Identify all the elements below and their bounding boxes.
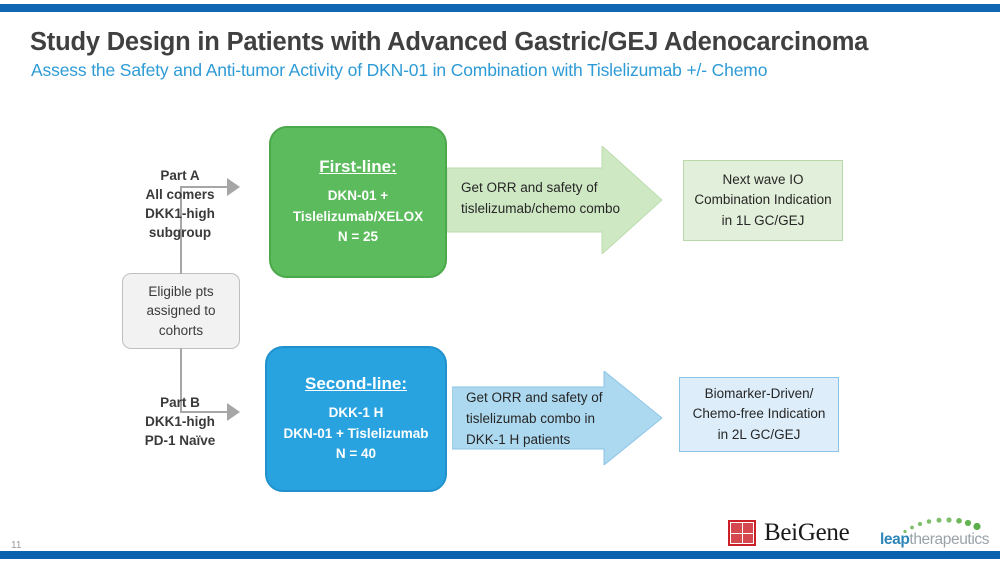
cohort-second-line-heading: Second-line: xyxy=(304,373,407,393)
beigene-logo: BeiGene xyxy=(728,518,850,548)
connector-arrowhead-part-a-icon xyxy=(227,178,240,196)
part-a-label-line-3: DKK1-high xyxy=(145,206,215,222)
outcome-b-line-3: in 2L GC/GEJ xyxy=(717,426,801,442)
leap-dot-arc-icon xyxy=(903,517,981,534)
cohort-box-first-line: First-line: DKN-01 + Tislelizumab/XELOX … xyxy=(269,126,447,278)
beigene-seal-icon xyxy=(728,520,756,546)
outcome-arrow-part-b-text: Get ORR and safety of tislelizumab combo… xyxy=(466,388,603,451)
seal-glyph-2 xyxy=(742,523,753,533)
cohort-second-line-body-1: DKK-1 H xyxy=(328,405,384,421)
seal-glyph-3 xyxy=(731,533,742,543)
outcome-a-line-3: in 1L GC/GEJ xyxy=(721,212,805,228)
outcome-box-part-b: Biomarker-Driven/ Chemo-free Indication … xyxy=(679,377,839,452)
outcome-b-line-2: Chemo-free Indication xyxy=(692,406,826,422)
cohort-second-line-body: DKK-1 H DKN-01 + Tislelizumab N = 40 xyxy=(284,403,429,464)
part-a-label-line-1: Part A xyxy=(160,168,200,183)
cohort-box-second-line: Second-line: DKK-1 H DKN-01 + Tislelizum… xyxy=(265,346,447,492)
outcome-arrow-part-a-text: Get ORR and safety of tislelizumab/chemo… xyxy=(461,178,620,220)
outcome-b-line-1: Biomarker-Driven/ xyxy=(704,386,814,402)
entry-line-1: Eligible pts xyxy=(148,284,214,300)
part-a-label-line-4: subgroup xyxy=(148,225,212,241)
part-b-label: Part B DKK1-high PD-1 Naïve xyxy=(120,393,240,450)
cohort-first-line-body: DKN-01 + Tislelizumab/XELOX N = 25 xyxy=(293,186,423,247)
leap-wordmark-bold: leap xyxy=(880,531,910,548)
connector-line-to-part-b xyxy=(180,411,228,413)
page-title: Study Design in Patients with Advanced G… xyxy=(30,28,869,56)
connector-arrowhead-part-b-icon xyxy=(227,403,240,421)
entry-node-eligible-patients: Eligible pts assigned to cohorts xyxy=(122,273,240,349)
cohort-second-line-body-3: N = 40 xyxy=(335,445,377,461)
leap-wordmark: leaptherapeutics xyxy=(880,531,989,549)
connector-line-up xyxy=(180,186,182,274)
outcome-a-line-1: Next wave IO xyxy=(722,172,804,188)
bottom-accent-bar xyxy=(0,551,1000,559)
beigene-wordmark: BeiGene xyxy=(764,519,850,546)
cohort-first-line-body-3: N = 25 xyxy=(337,228,379,244)
entry-line-3: cohorts xyxy=(158,322,204,338)
entry-line-2: assigned to xyxy=(146,303,216,319)
cohort-first-line-body-1: DKN-01 + xyxy=(327,188,389,204)
block-arrow-a-icon xyxy=(447,146,662,254)
part-b-label-line-1: Part B xyxy=(160,395,200,410)
part-b-label-line-3: PD-1 Naïve xyxy=(144,433,216,449)
arrow-b-line-2: tislelizumab combo in xyxy=(466,410,596,426)
outcome-a-line-2: Combination Indication xyxy=(694,192,832,208)
cohort-second-line-body-2: DKN-01 + Tislelizumab xyxy=(283,425,429,441)
cohort-first-line-heading: First-line: xyxy=(319,156,397,176)
part-a-label-line-2: All comers xyxy=(145,187,215,203)
arrow-b-line-1: Get ORR and safety of xyxy=(466,390,603,405)
part-a-label: Part A All comers DKK1-high subgroup xyxy=(120,166,240,243)
part-b-label-line-2: DKK1-high xyxy=(145,414,215,430)
connector-line-down xyxy=(180,348,182,413)
outcome-box-part-a: Next wave IO Combination Indication in 1… xyxy=(683,160,843,241)
seal-glyph-1 xyxy=(731,523,742,533)
cohort-first-line-body-2: Tislelizumab/XELOX xyxy=(292,208,424,224)
arrow-b-line-3: DKK-1 H patients xyxy=(466,431,571,447)
arrow-a-line-2: tislelizumab/chemo combo xyxy=(461,200,621,216)
block-arrow-b-icon xyxy=(452,371,662,465)
arrow-a-line-1: Get ORR and safety of xyxy=(461,180,598,195)
connector-line-to-part-a xyxy=(180,186,228,188)
slide-page-number: 11 xyxy=(11,540,22,551)
outcome-arrow-part-b: Get ORR and safety of tislelizumab combo… xyxy=(452,371,662,465)
top-accent-bar xyxy=(0,4,1000,12)
outcome-arrow-part-a: Get ORR and safety of tislelizumab/chemo… xyxy=(447,146,662,254)
leap-therapeutics-logo: leaptherapeutics xyxy=(880,516,992,550)
leap-wordmark-light: therapeutics xyxy=(909,531,990,548)
seal-glyph-4 xyxy=(742,533,753,543)
page-subtitle: Assess the Safety and Anti-tumor Activit… xyxy=(31,60,768,80)
